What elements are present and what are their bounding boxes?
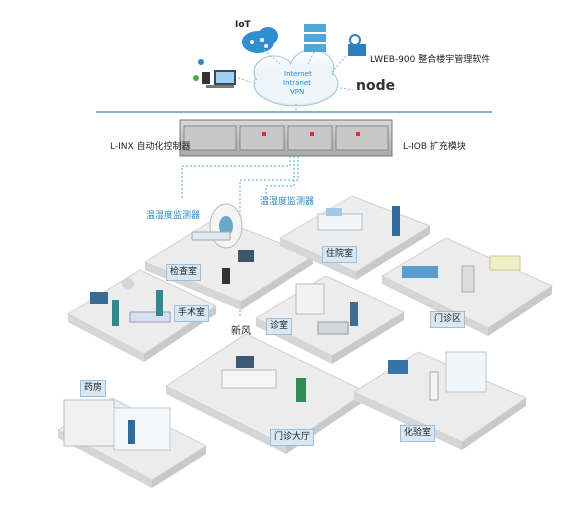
cloud-label-internet: Internet [284,70,312,78]
room-tag-ward: 住院室 [322,246,358,263]
controller-label: L-INX 自动化控制器 [110,142,191,152]
node-logo: node [356,78,396,94]
room-pharmacy [56,397,208,488]
room-tag-consult: 诊室 [266,318,293,335]
iot-label: IoT [235,20,251,30]
room-consult [254,275,406,364]
room-tag-exam: 检查室 [166,264,202,281]
cloud-icon [253,49,339,107]
server-icon [304,24,326,52]
sensor-label-right: 温湿度监测器 [260,197,315,207]
fresh-air-label: 新风 [231,326,251,337]
room-lab [352,351,528,450]
cloud-label-vpn: VPN [290,88,305,96]
room-operating [66,269,218,362]
room-tag-clinic: 门诊区 [430,311,466,328]
software-label: LWEB-900 整合楼宇管理软件 [370,55,491,65]
controller-rail [179,119,393,157]
sensor-label-left: 温湿度监测器 [146,211,201,221]
room-tag-pharmacy: 药房 [80,380,107,397]
room-tag-lobby: 门诊大厅 [270,429,315,446]
room-tag-lab: 化验室 [400,425,436,442]
room-clinic [380,237,554,336]
gear-monitor-icon [348,34,366,56]
expansion-module-label: L-IOB 扩充模块 [403,142,466,152]
room-tag-operating: 手术室 [174,305,210,322]
network-links [237,49,355,112]
devices-icon [193,59,236,88]
cloud-label-intranet: Intranet [283,79,311,87]
room-ward [278,195,432,280]
iot-cloud-icon [242,27,278,53]
